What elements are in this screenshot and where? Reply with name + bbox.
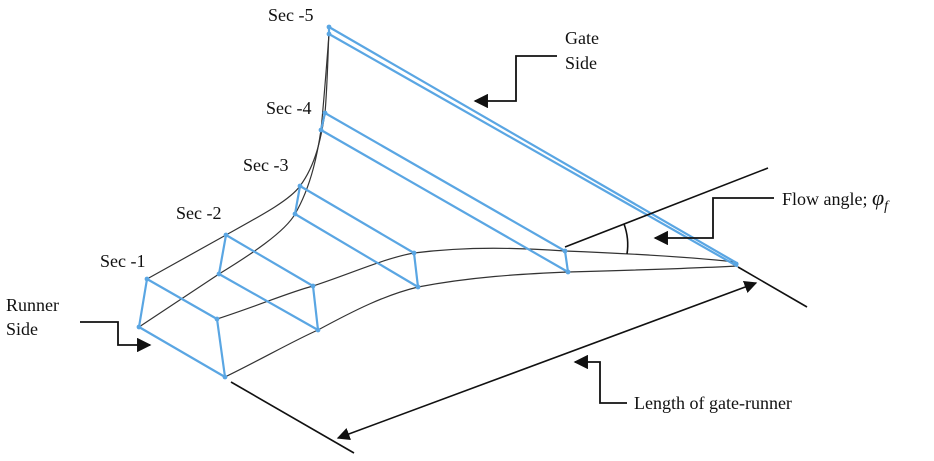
gate-side-label-line2: Side bbox=[565, 53, 597, 73]
gate-side-label-line1: Gate bbox=[565, 28, 599, 48]
sec2-label: Sec -2 bbox=[176, 203, 221, 223]
middle-edge bbox=[216, 247, 736, 320]
sec4-front-vertical bbox=[563, 249, 570, 274]
sec2-rail-bottom bbox=[217, 272, 320, 332]
sec2-rail-top bbox=[224, 233, 315, 288]
flow-angle-construction bbox=[564, 167, 769, 255]
section-wireframe bbox=[136, 24, 739, 380]
section-labels: Sec -1 Sec -2 Sec -3 Sec -4 Sec -5 bbox=[100, 5, 313, 271]
sec2-front-vertical bbox=[311, 284, 320, 332]
upper-inner-edge bbox=[138, 33, 330, 328]
sec2-vertical bbox=[217, 233, 228, 276]
flow-angle-text: Flow angle; bbox=[782, 189, 872, 209]
sec3-rail-top bbox=[298, 184, 416, 255]
surface-edges bbox=[138, 26, 738, 378]
sec1-frame bbox=[137, 277, 227, 379]
gate-side-leader bbox=[473, 55, 557, 109]
section-nodes bbox=[136, 24, 739, 380]
length-dimension bbox=[230, 266, 808, 454]
sec3-front-vertical bbox=[412, 251, 420, 289]
runner-side-label-line1: Runner bbox=[6, 295, 59, 315]
leaders bbox=[80, 55, 774, 404]
flow-angle-subscript: f bbox=[884, 199, 890, 214]
sec5-label: Sec -5 bbox=[268, 5, 313, 25]
sec3-rail-bottom bbox=[293, 212, 420, 289]
extension-line-start bbox=[230, 381, 355, 454]
flow-angle-symbol: φ bbox=[872, 185, 884, 210]
annotation-labels: Runner Side Gate Side Flow angle; φf Len… bbox=[6, 28, 890, 413]
length-dimension-arrow bbox=[336, 281, 758, 440]
length-leader bbox=[573, 354, 627, 404]
runner-side-leader bbox=[80, 321, 152, 353]
sec4-rail-top bbox=[323, 111, 567, 253]
flow-direction-line bbox=[564, 167, 769, 248]
sec5-rail-top bbox=[327, 25, 737, 264]
sec3-label: Sec -3 bbox=[243, 155, 288, 175]
flow-angle-label: Flow angle; φf bbox=[782, 185, 890, 214]
sec1-label: Sec -1 bbox=[100, 251, 145, 271]
extension-line-end bbox=[737, 266, 808, 308]
flow-angle-arc bbox=[623, 223, 629, 255]
sec3-vertical bbox=[293, 184, 302, 216]
sec4-vertical bbox=[319, 111, 327, 132]
sec4-label: Sec -4 bbox=[266, 98, 311, 118]
runner-side-label-line2: Side bbox=[6, 319, 38, 339]
flow-angle-leader bbox=[653, 197, 774, 246]
length-label: Length of gate-runner bbox=[634, 393, 792, 413]
sec5-rail-bottom bbox=[327, 32, 739, 268]
sec4-rail-bottom bbox=[319, 128, 570, 274]
